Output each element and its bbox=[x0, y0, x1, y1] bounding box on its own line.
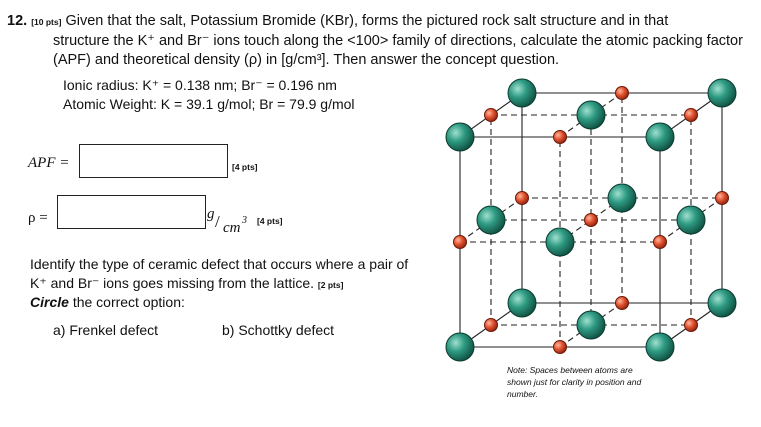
small-ion bbox=[684, 108, 698, 122]
large-ion bbox=[507, 288, 537, 318]
small-ion bbox=[615, 86, 629, 100]
large-ion bbox=[607, 183, 637, 213]
unit-slash: / bbox=[215, 212, 220, 231]
density-answer-box[interactable] bbox=[57, 195, 206, 229]
concept-line-2: K⁺ and Br⁻ ions goes missing from the la… bbox=[30, 274, 343, 295]
small-ion bbox=[584, 213, 598, 227]
lattice-line bbox=[659, 197, 723, 243]
circle-word: Circle bbox=[30, 294, 69, 310]
apf-label: APF = bbox=[28, 155, 70, 171]
unit-numerator: g bbox=[207, 206, 215, 222]
small-ion bbox=[553, 130, 567, 144]
concept-line-1: Identify the type of ceramic defect that… bbox=[30, 256, 409, 272]
rock-salt-structure-diagram bbox=[445, 78, 737, 362]
question-number: 12. bbox=[7, 13, 28, 29]
ionic-radius-text: Ionic radius: K⁺ = 0.138 nm; Br⁻ = 0.196… bbox=[63, 77, 337, 93]
large-ion bbox=[645, 122, 675, 152]
density-label: ρ = bbox=[28, 210, 48, 226]
unit-denominator: cm bbox=[223, 220, 241, 236]
apf-points: [4 pts] bbox=[232, 162, 258, 172]
large-ion bbox=[676, 205, 706, 235]
lattice-line bbox=[459, 197, 523, 243]
atomic-weight-text: Atomic Weight: K = 39.1 g/mol; Br = 79.9… bbox=[63, 96, 355, 112]
option-a[interactable]: a) Frenkel defect bbox=[53, 322, 159, 338]
question-line-3: (APF) and theoretical density (ρ) in [g/… bbox=[53, 52, 560, 68]
unit-exponent: 3 bbox=[242, 215, 247, 226]
lattice-line bbox=[559, 302, 623, 348]
large-ion bbox=[576, 310, 606, 340]
question-points: [10 pts] bbox=[31, 17, 62, 27]
concept-line-2-text: K⁺ and Br⁻ ions goes missing from the la… bbox=[30, 275, 315, 291]
large-ion bbox=[576, 100, 606, 130]
large-ion bbox=[476, 205, 506, 235]
question-line-1: Given that the salt, Potassium Bromide (… bbox=[65, 13, 669, 29]
large-ion bbox=[707, 288, 737, 318]
option-b[interactable]: b) Schottky defect bbox=[222, 322, 335, 338]
concept-points: [2 pts] bbox=[317, 280, 344, 290]
diagram-note: Note: Spaces between atoms are shown jus… bbox=[507, 365, 642, 399]
small-ion bbox=[615, 296, 629, 310]
density-points: [4 pts] bbox=[257, 216, 283, 226]
small-ion bbox=[453, 235, 467, 249]
small-ion bbox=[515, 191, 529, 205]
circle-rest: the correct option: bbox=[72, 294, 185, 310]
large-ion bbox=[545, 227, 575, 257]
question-line-2: structure the K⁺ and Br⁻ ions touch alon… bbox=[53, 33, 743, 49]
lattice-line bbox=[559, 92, 623, 138]
small-ion bbox=[484, 318, 498, 332]
small-ion bbox=[653, 235, 667, 249]
ions bbox=[445, 78, 737, 362]
apf-answer-box[interactable] bbox=[79, 144, 228, 178]
small-ion bbox=[715, 191, 729, 205]
small-ion bbox=[484, 108, 498, 122]
density-unit: g / cm 3 bbox=[207, 206, 267, 238]
large-ion bbox=[645, 332, 675, 362]
large-ion bbox=[707, 78, 737, 108]
large-ion bbox=[445, 122, 475, 152]
large-ion bbox=[445, 332, 475, 362]
circle-instruction: Circle the correct option: bbox=[30, 293, 185, 312]
small-ion bbox=[684, 318, 698, 332]
small-ion bbox=[553, 340, 567, 354]
large-ion bbox=[507, 78, 537, 108]
question-text: 12. [10 pts] Given that the salt, Potass… bbox=[7, 12, 752, 70]
